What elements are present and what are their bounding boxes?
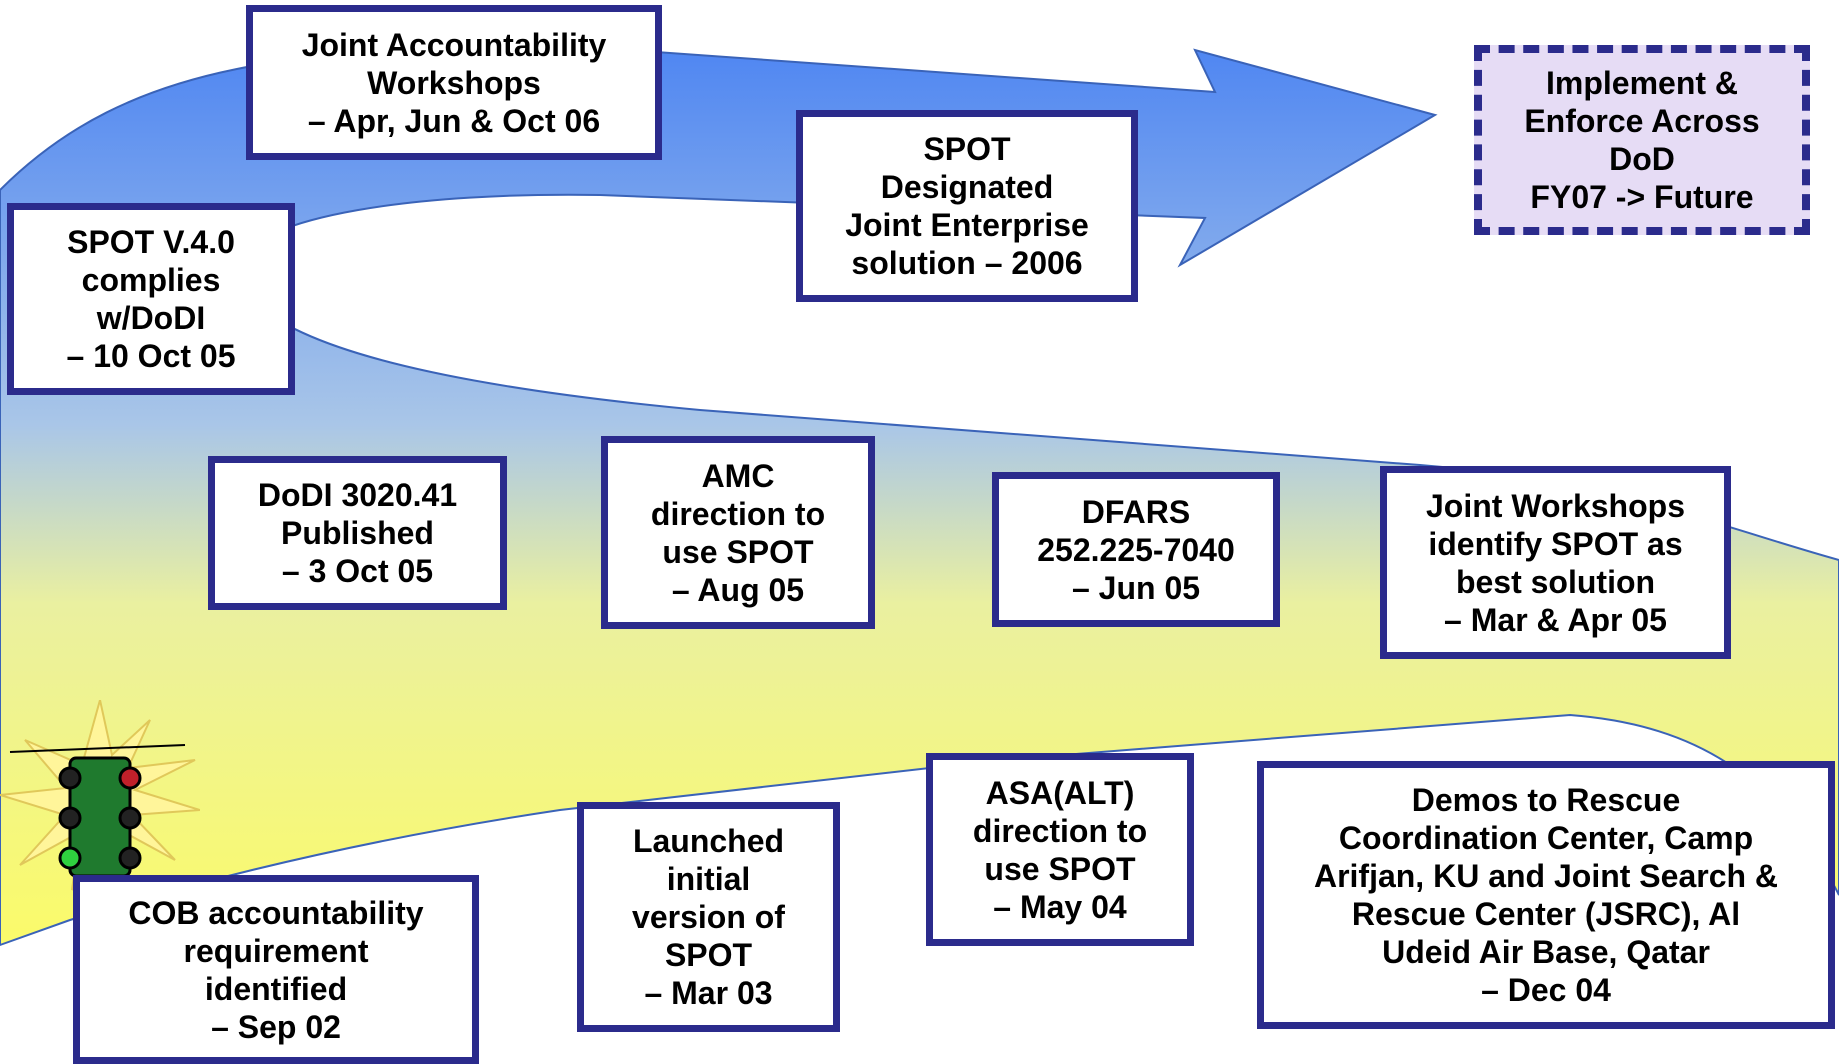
milestone-text: – Mar & Apr 05 [1444, 601, 1667, 638]
milestone-text: Published [281, 515, 434, 551]
milestone-text: DFARS [1081, 493, 1191, 530]
milestone-text: Coordination Center, Camp [1338, 820, 1754, 856]
milestone-text: version of [632, 899, 785, 935]
milestone-spot-designated: SPOT Designated Joint Enterprise solutio… [796, 110, 1138, 302]
milestone-text: identify SPOT as [1428, 525, 1683, 562]
milestone-text: – Aug 05 [671, 571, 805, 608]
goal-box: Implement & Enforce Across DoD FY07 -> F… [1474, 45, 1810, 235]
light-icon [118, 806, 142, 830]
milestone-text: Demos to Rescue [1411, 782, 1681, 818]
milestone-text: SPOT V.4.0 [67, 224, 235, 260]
milestone-text: initial [666, 861, 751, 897]
milestone-text: Designated [880, 169, 1054, 205]
milestone-text: ASA(ALT) [985, 774, 1135, 811]
milestone-text: Udeid Air Base, Qatar [1382, 934, 1710, 970]
milestone-text: Joint Workshops [1426, 487, 1685, 524]
light-icon [118, 846, 142, 870]
milestone-demos: Demos to Rescue Coordination Center, Cam… [1257, 761, 1835, 1029]
milestone-dfars: DFARS 252.225-7040 – Jun 05 [992, 472, 1280, 627]
green-light-icon [58, 846, 82, 870]
milestone-spot-v4: SPOT V.4.0 complies w/DoDI – 10 Oct 05 [7, 203, 295, 395]
milestone-text: Rescue Center (JSRC), Al [1351, 896, 1741, 932]
milestone-text: – 3 Oct 05 [281, 553, 434, 589]
milestone-text: best solution [1455, 563, 1656, 600]
milestone-joint-workshops-05: Joint Workshops identify SPOT as best so… [1380, 466, 1731, 659]
milestone-amc: AMC direction to use SPOT – Aug 05 [601, 436, 875, 629]
milestone-text: identified [204, 970, 348, 1007]
goal-text: Implement & [1545, 65, 1739, 101]
wire-line [9, 744, 186, 753]
milestone-workshops-06: Joint Accountability Workshops – Apr, Ju… [246, 5, 662, 160]
milestone-text: Arifjan, KU and Joint Search & [1313, 858, 1779, 894]
light-icon [58, 806, 82, 830]
milestone-text: SPOT [664, 937, 753, 973]
milestone-text: AMC [701, 457, 775, 494]
goal-text: FY07 -> Future [1530, 179, 1754, 215]
milestone-text: – May 04 [993, 888, 1127, 925]
traffic-light-icon [0, 700, 200, 896]
milestone-text: complies [81, 262, 221, 298]
milestone-text: requirement [183, 932, 369, 969]
milestone-text: Launched [632, 823, 785, 859]
milestone-text: – 10 Oct 05 [66, 338, 236, 374]
milestone-launched: Launched initial version of SPOT – Mar 0… [577, 802, 840, 1032]
milestone-text: – Sep 02 [211, 1008, 341, 1045]
milestone-text: Joint Enterprise [845, 207, 1089, 243]
goal-text: Enforce Across [1524, 103, 1760, 139]
milestone-text: COB accountability [128, 894, 424, 931]
milestone-text: – Dec 04 [1481, 972, 1611, 1008]
milestone-text: 252.225-7040 [1037, 531, 1235, 568]
milestone-text: SPOT [923, 131, 1011, 167]
milestone-text: – Mar 03 [644, 975, 773, 1011]
milestone-dodi: DoDI 3020.41 Published – 3 Oct 05 [208, 456, 507, 610]
milestone-text: direction to [650, 495, 826, 532]
milestone-text: use SPOT [662, 533, 814, 570]
milestone-text: w/DoDI [96, 300, 206, 336]
red-light-icon [118, 766, 142, 790]
milestone-text: use SPOT [984, 850, 1136, 887]
milestone-text: direction to [972, 812, 1148, 849]
milestone-text: Workshops [367, 64, 541, 101]
milestone-text: DoDI 3020.41 [257, 477, 458, 513]
milestone-text: – Jun 05 [1071, 569, 1201, 606]
milestone-text: Joint Accountability [301, 26, 607, 63]
milestone-text: solution – 2006 [851, 245, 1083, 281]
milestone-asa-alt: ASA(ALT) direction to use SPOT – May 04 [926, 753, 1194, 946]
milestone-text: – Apr, Jun & Oct 06 [307, 102, 601, 139]
light-icon [58, 766, 82, 790]
milestone-cob: COB accountability requirement identifie… [73, 875, 479, 1064]
goal-text: DoD [1609, 141, 1675, 177]
